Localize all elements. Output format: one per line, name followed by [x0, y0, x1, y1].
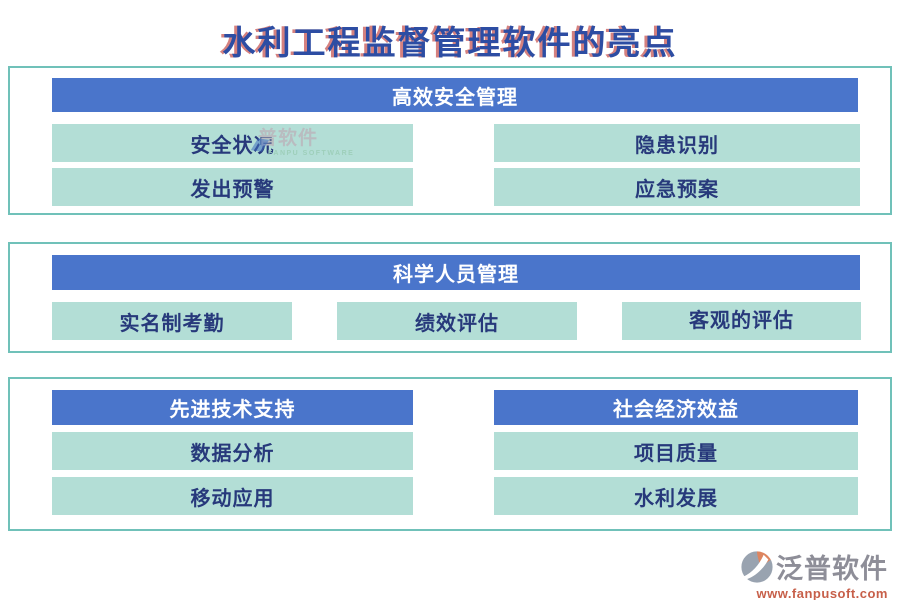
item-realname-attendance: 实名制考勤	[52, 302, 292, 340]
page-title: 水利工程监督管理软件的亮点	[222, 26, 678, 62]
section-personnel-header: 科学人员管理	[52, 255, 860, 290]
item-emergency-plan: 应急预案	[494, 168, 860, 206]
item-issue-warning: 发出预警	[52, 168, 413, 206]
item-water-development: 水利发展	[494, 477, 858, 515]
item-hazard-identify: 隐患识别	[494, 124, 860, 162]
item-project-quality: 项目质量	[494, 432, 858, 470]
brand-url: www.fanpusoft.com	[756, 586, 888, 600]
section-benefit-header: 社会经济效益	[494, 390, 858, 425]
footer-brand-block: 泛普软件 www.fanpusoft.com	[648, 547, 888, 600]
item-data-analysis: 数据分析	[52, 432, 413, 470]
section-tech-header: 先进技术支持	[52, 390, 413, 425]
fanpu-logo-icon	[740, 549, 774, 584]
item-objective-evaluation: 客观的评估	[622, 302, 861, 340]
item-safety-status: 安全状况	[52, 124, 413, 162]
item-performance-appraisal: 绩效评估	[337, 302, 577, 340]
item-mobile-app: 移动应用	[52, 477, 413, 515]
brand-name: 泛普软件	[776, 554, 888, 584]
section-safety-header: 高效安全管理	[52, 78, 858, 112]
